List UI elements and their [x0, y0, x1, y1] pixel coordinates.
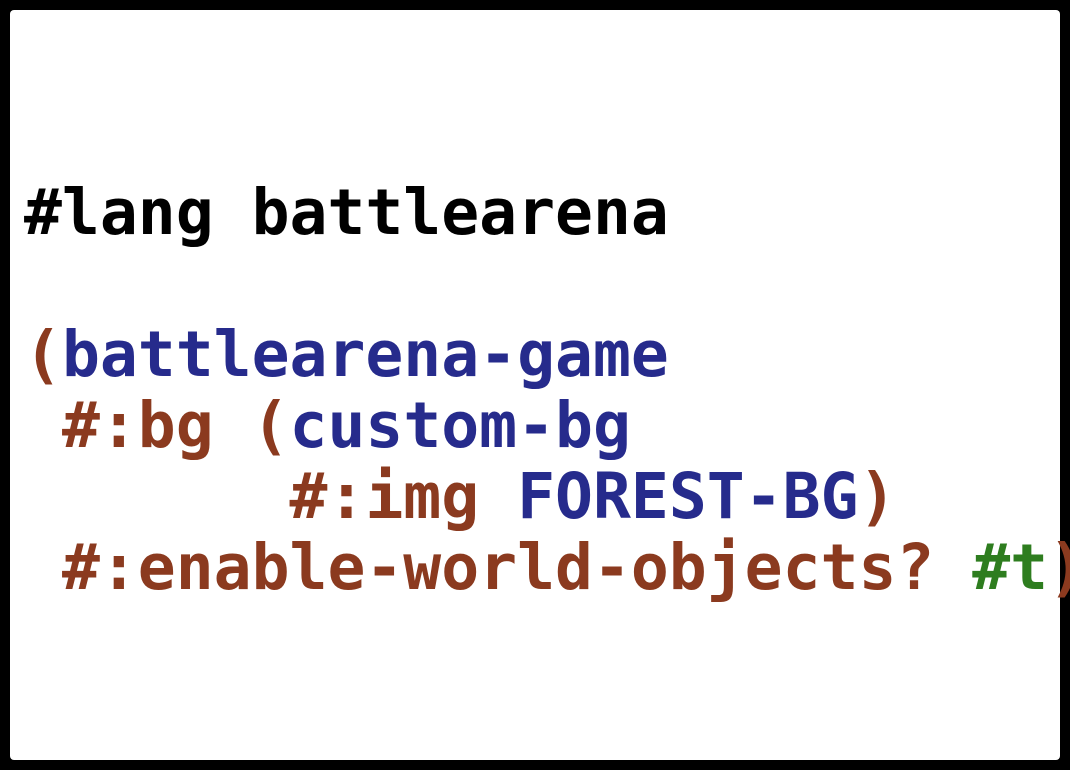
close-paren: )	[858, 460, 897, 533]
keyword-enable-world-objects: #:enable-world-objects?	[61, 531, 935, 604]
indent	[24, 531, 62, 604]
code-block: #lang battlearena (battlearena-game #:bg…	[24, 10, 1070, 599]
keyword-img: #:img	[289, 460, 480, 533]
open-paren: (	[251, 389, 290, 462]
code-editor[interactable]: #lang battlearena (battlearena-game #:bg…	[10, 10, 1070, 760]
boolean-true: #t	[972, 531, 1049, 604]
function-name: custom-bg	[289, 389, 631, 462]
code-line-1: #lang battlearena	[24, 181, 669, 251]
lang-directive: #lang battlearena	[24, 176, 669, 249]
code-line-3: #:bg (custom-bg	[24, 394, 631, 464]
open-paren: (	[24, 318, 62, 391]
space	[479, 460, 517, 533]
space	[934, 531, 972, 604]
close-paren: )	[1048, 531, 1070, 604]
indent	[24, 389, 62, 462]
code-line-5: #:enable-world-objects? #t)	[24, 536, 1070, 606]
space	[214, 389, 252, 462]
keyword-bg: #:bg	[61, 389, 214, 462]
function-name: battlearena-game	[61, 318, 669, 391]
indent	[24, 460, 290, 533]
identifier-forest-bg: FOREST-BG	[517, 460, 859, 533]
code-line-2: (battlearena-game	[24, 323, 669, 393]
code-line-4: #:img FOREST-BG)	[24, 465, 897, 535]
